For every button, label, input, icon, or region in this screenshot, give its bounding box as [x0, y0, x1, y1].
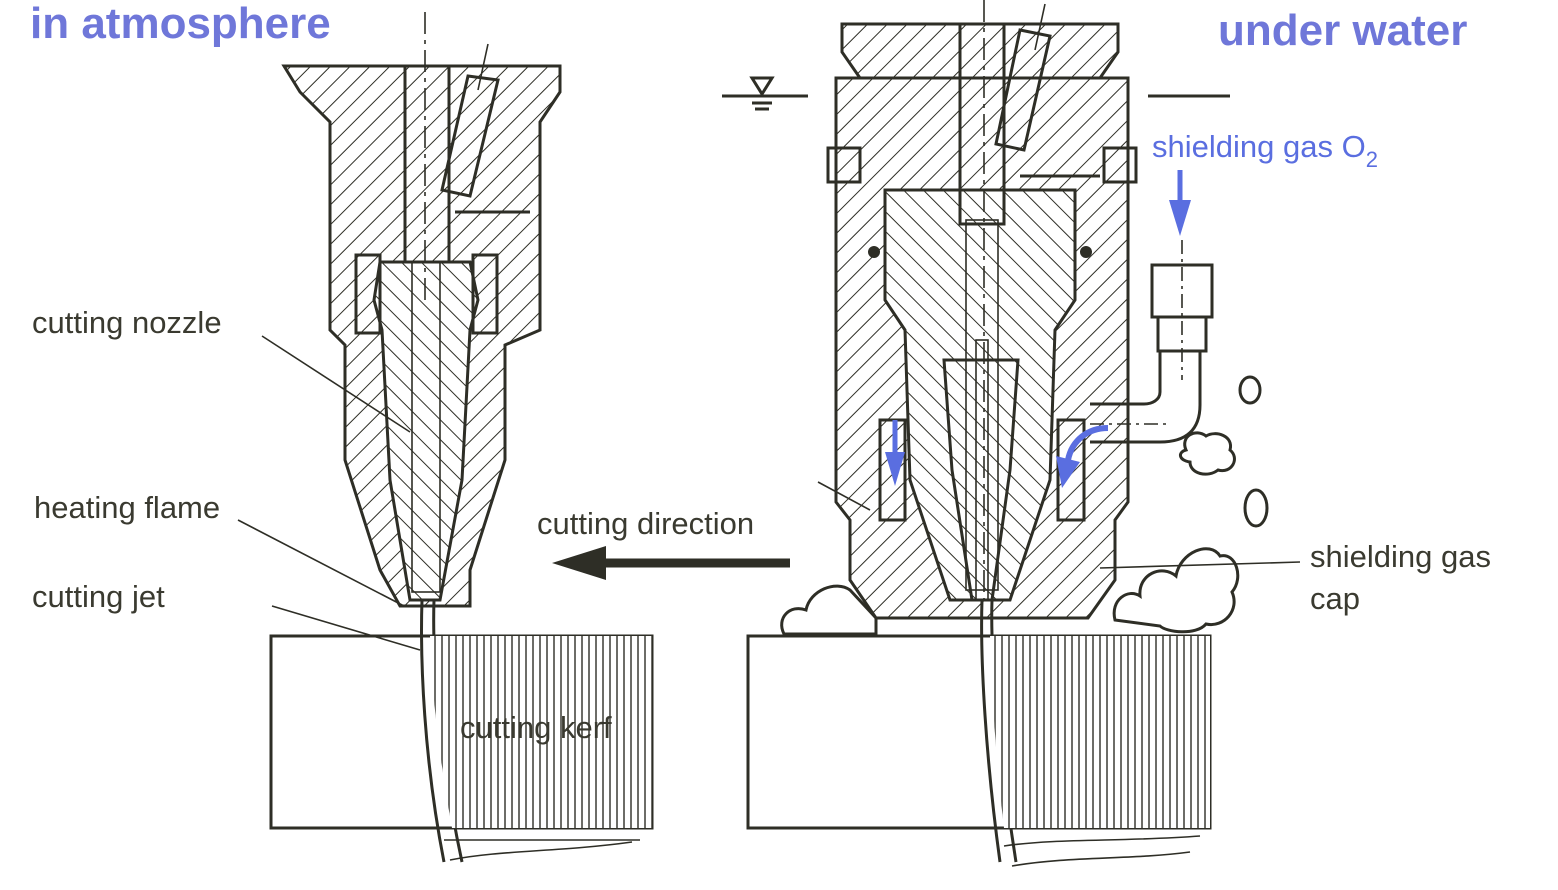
shielding-gas-fitting — [1090, 240, 1214, 444]
label-shielding-gas-o2-subscript: 2 — [1366, 147, 1378, 172]
label-heating-flame: heating flame — [34, 490, 220, 525]
label-cutting-direction: cutting direction — [537, 506, 754, 541]
title-under-water: under water — [1218, 6, 1467, 55]
left-torch — [281, 12, 562, 608]
right-cutting-jet — [980, 599, 1002, 863]
label-shielding-gas-cap-line2: cap — [1310, 581, 1360, 616]
shielding-gas-arrows — [885, 170, 1191, 488]
water-surface-symbol — [722, 76, 1230, 111]
label-cutting-nozzle: cutting nozzle — [32, 305, 222, 340]
label-shielding-gas-cap-line1: shielding gas — [1310, 539, 1491, 574]
left-cutting-jet — [420, 599, 446, 863]
label-shielding-gas-o2: shielding gas O2 — [1152, 129, 1378, 172]
right-torch — [826, 0, 1138, 620]
label-shielding-gas-o2-text: shielding gas O — [1152, 129, 1366, 164]
right-workpiece — [746, 634, 1212, 867]
label-cutting-kerf: cutting kerf — [460, 710, 612, 745]
label-cutting-jet: cutting jet — [32, 579, 165, 614]
cutting-direction-arrow — [552, 546, 790, 580]
gas-bubbles — [780, 375, 1269, 636]
title-in-atmosphere: in atmosphere — [30, 0, 331, 48]
leader-lines — [237, 335, 1301, 651]
left-workpiece — [269, 634, 654, 861]
